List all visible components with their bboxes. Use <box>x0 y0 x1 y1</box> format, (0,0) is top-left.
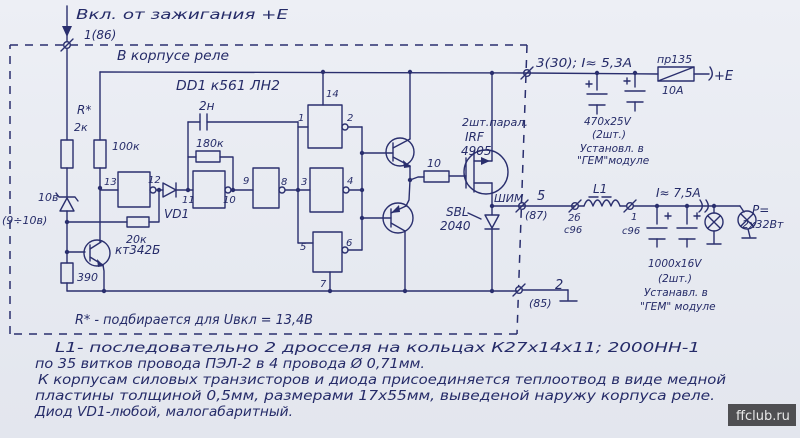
capacitor-470uf-2 <box>623 72 646 112</box>
lamp-1 <box>704 205 724 245</box>
zener-voltage: 10в <box>38 191 58 204</box>
pwm-label: ШИМ <box>494 192 524 205</box>
plus-e-label: +Е <box>714 69 734 84</box>
pin-10: 10 <box>223 195 236 206</box>
note-line-2: по 35 витков провода ПЭЛ-2 в 4 провода Ø… <box>35 357 425 372</box>
r10-label: 10 <box>427 157 441 170</box>
pin-13: 13 <box>104 177 117 188</box>
diode-sbl2040 <box>467 205 500 292</box>
note-line-4: пластины толщиной 0,5мм, размерами 17х55… <box>35 389 715 404</box>
supply-rail <box>99 71 659 75</box>
wire-break-icon <box>698 199 709 213</box>
parallel-note: 2шт.парал. <box>462 116 528 129</box>
pin-9: 9 <box>243 176 249 187</box>
capacitor-2n <box>187 113 299 131</box>
irf-label-1: IRF <box>465 130 485 144</box>
r-star-value: 2к <box>74 121 88 134</box>
fuse-rating: 10А <box>662 84 684 97</box>
watermark: ffclub.ru <box>728 404 796 426</box>
cap470-qty: (2шт.) <box>592 129 626 141</box>
current-75-label: I≈ 7,5А <box>656 186 701 200</box>
connector-1-s: с96 <box>622 226 640 237</box>
pin-14: 14 <box>326 89 339 100</box>
note-line-1: L1- последовательно 2 дросселя на кольца… <box>55 341 700 356</box>
capacitor-470uf-1 <box>585 72 608 115</box>
inductor-l1 <box>578 196 627 207</box>
vd1-label: VD1 <box>164 207 189 221</box>
pin-6: 6 <box>346 238 352 249</box>
terminal-5-pin: (87) <box>525 209 548 222</box>
pin-2: 2 <box>347 113 353 124</box>
capacitor-1000uf-2 <box>676 205 701 248</box>
relay-case-border <box>9 44 528 335</box>
junction-dots <box>64 69 717 294</box>
pin-3: 3 <box>301 177 307 188</box>
pin-12: 12 <box>148 175 161 186</box>
ignition-note: Вкл. от зажигания +Е <box>76 8 289 23</box>
watermark-text: ffclub.ru <box>736 409 790 424</box>
r-star-note: R* - подбирается для Uвкл = 13,4В <box>75 313 313 328</box>
zener-range: (9÷10в) <box>2 214 47 227</box>
cap1000-qty: (2шт.) <box>658 273 692 285</box>
dd1-label: DD1 к561 ЛН2 <box>176 79 280 94</box>
inverter-gates <box>117 104 350 273</box>
terminal-2-pin: (85) <box>529 297 552 310</box>
cap470-value: 470х25V <box>584 116 632 128</box>
kt342-label: кт342Б <box>115 243 160 257</box>
terminal-3-label: 3(30); I≈ 5,3А <box>536 56 632 70</box>
fuse-name: пр135 <box>657 53 692 66</box>
r180k-label: 180к <box>196 137 224 150</box>
terminal-1-label: 1(86) <box>84 28 116 42</box>
note-line-5: Диод VD1-любой, малогабаритный. <box>34 405 293 420</box>
fuse-pr135 <box>657 66 713 82</box>
cap1000-note-2: "ГЕМ" модуле <box>640 301 716 313</box>
note-line-3: К корпусам силовых транзисторов и диода … <box>38 373 726 388</box>
capacitor-1000uf-1 <box>646 205 672 248</box>
sbl-label-1: SBL <box>446 205 469 219</box>
pin-5: 5 <box>300 242 306 253</box>
resistor-180k <box>187 150 234 191</box>
pin-11: 11 <box>182 195 195 206</box>
terminal-5-label: 5 <box>537 189 545 204</box>
cap470-note-1: Установл. в <box>580 143 644 155</box>
mosfet-irf4905 <box>463 72 509 207</box>
pin-7: 7 <box>320 279 327 290</box>
connector-1: 1 <box>631 212 637 223</box>
bottom-notes: L1- последовательно 2 дросселя на кольца… <box>34 341 726 420</box>
down-arrow-icon <box>62 26 72 37</box>
transistor-driver-pnp <box>382 179 414 292</box>
transistor-kt342b <box>83 188 111 292</box>
irf-label-2: 4905 <box>461 144 492 158</box>
watermark-box <box>728 404 796 426</box>
circuit-drawing <box>55 5 757 302</box>
r390-label: 390 <box>77 271 98 284</box>
power-eq-label: Р= <box>752 203 769 217</box>
r-star-label: R* <box>77 103 91 117</box>
connector-2b: 2б <box>568 212 581 224</box>
power-value: 2х32Вт <box>742 218 784 231</box>
connector-2b-s: с96 <box>564 225 582 236</box>
pin-8: 8 <box>281 177 287 188</box>
lamp-2 <box>737 205 757 239</box>
sbl-label-2: 2040 <box>440 219 471 233</box>
relay-case-label: В корпусе реле <box>117 49 229 64</box>
cap1000-note-1: Устанавл. в <box>644 287 708 299</box>
pin-1: 1 <box>298 113 304 124</box>
l1-label: L1 <box>593 182 607 196</box>
r20k-label: 20к <box>126 233 147 246</box>
terminal-85-tail <box>521 289 578 302</box>
pin-4: 4 <box>347 176 353 187</box>
cap470-note-2: "ГЕМ"модуле <box>577 155 649 167</box>
cap1000-value: 1000х16V <box>648 258 702 270</box>
transistor-driver-npn <box>385 71 415 181</box>
terminal-2-label: 2 <box>555 278 563 293</box>
c2n-label: 2н <box>199 99 215 113</box>
r100k-label: 100к <box>112 140 140 153</box>
schematic-labels: Вкл. от зажигания +Е 1(86) В корпусе рел… <box>2 8 784 328</box>
